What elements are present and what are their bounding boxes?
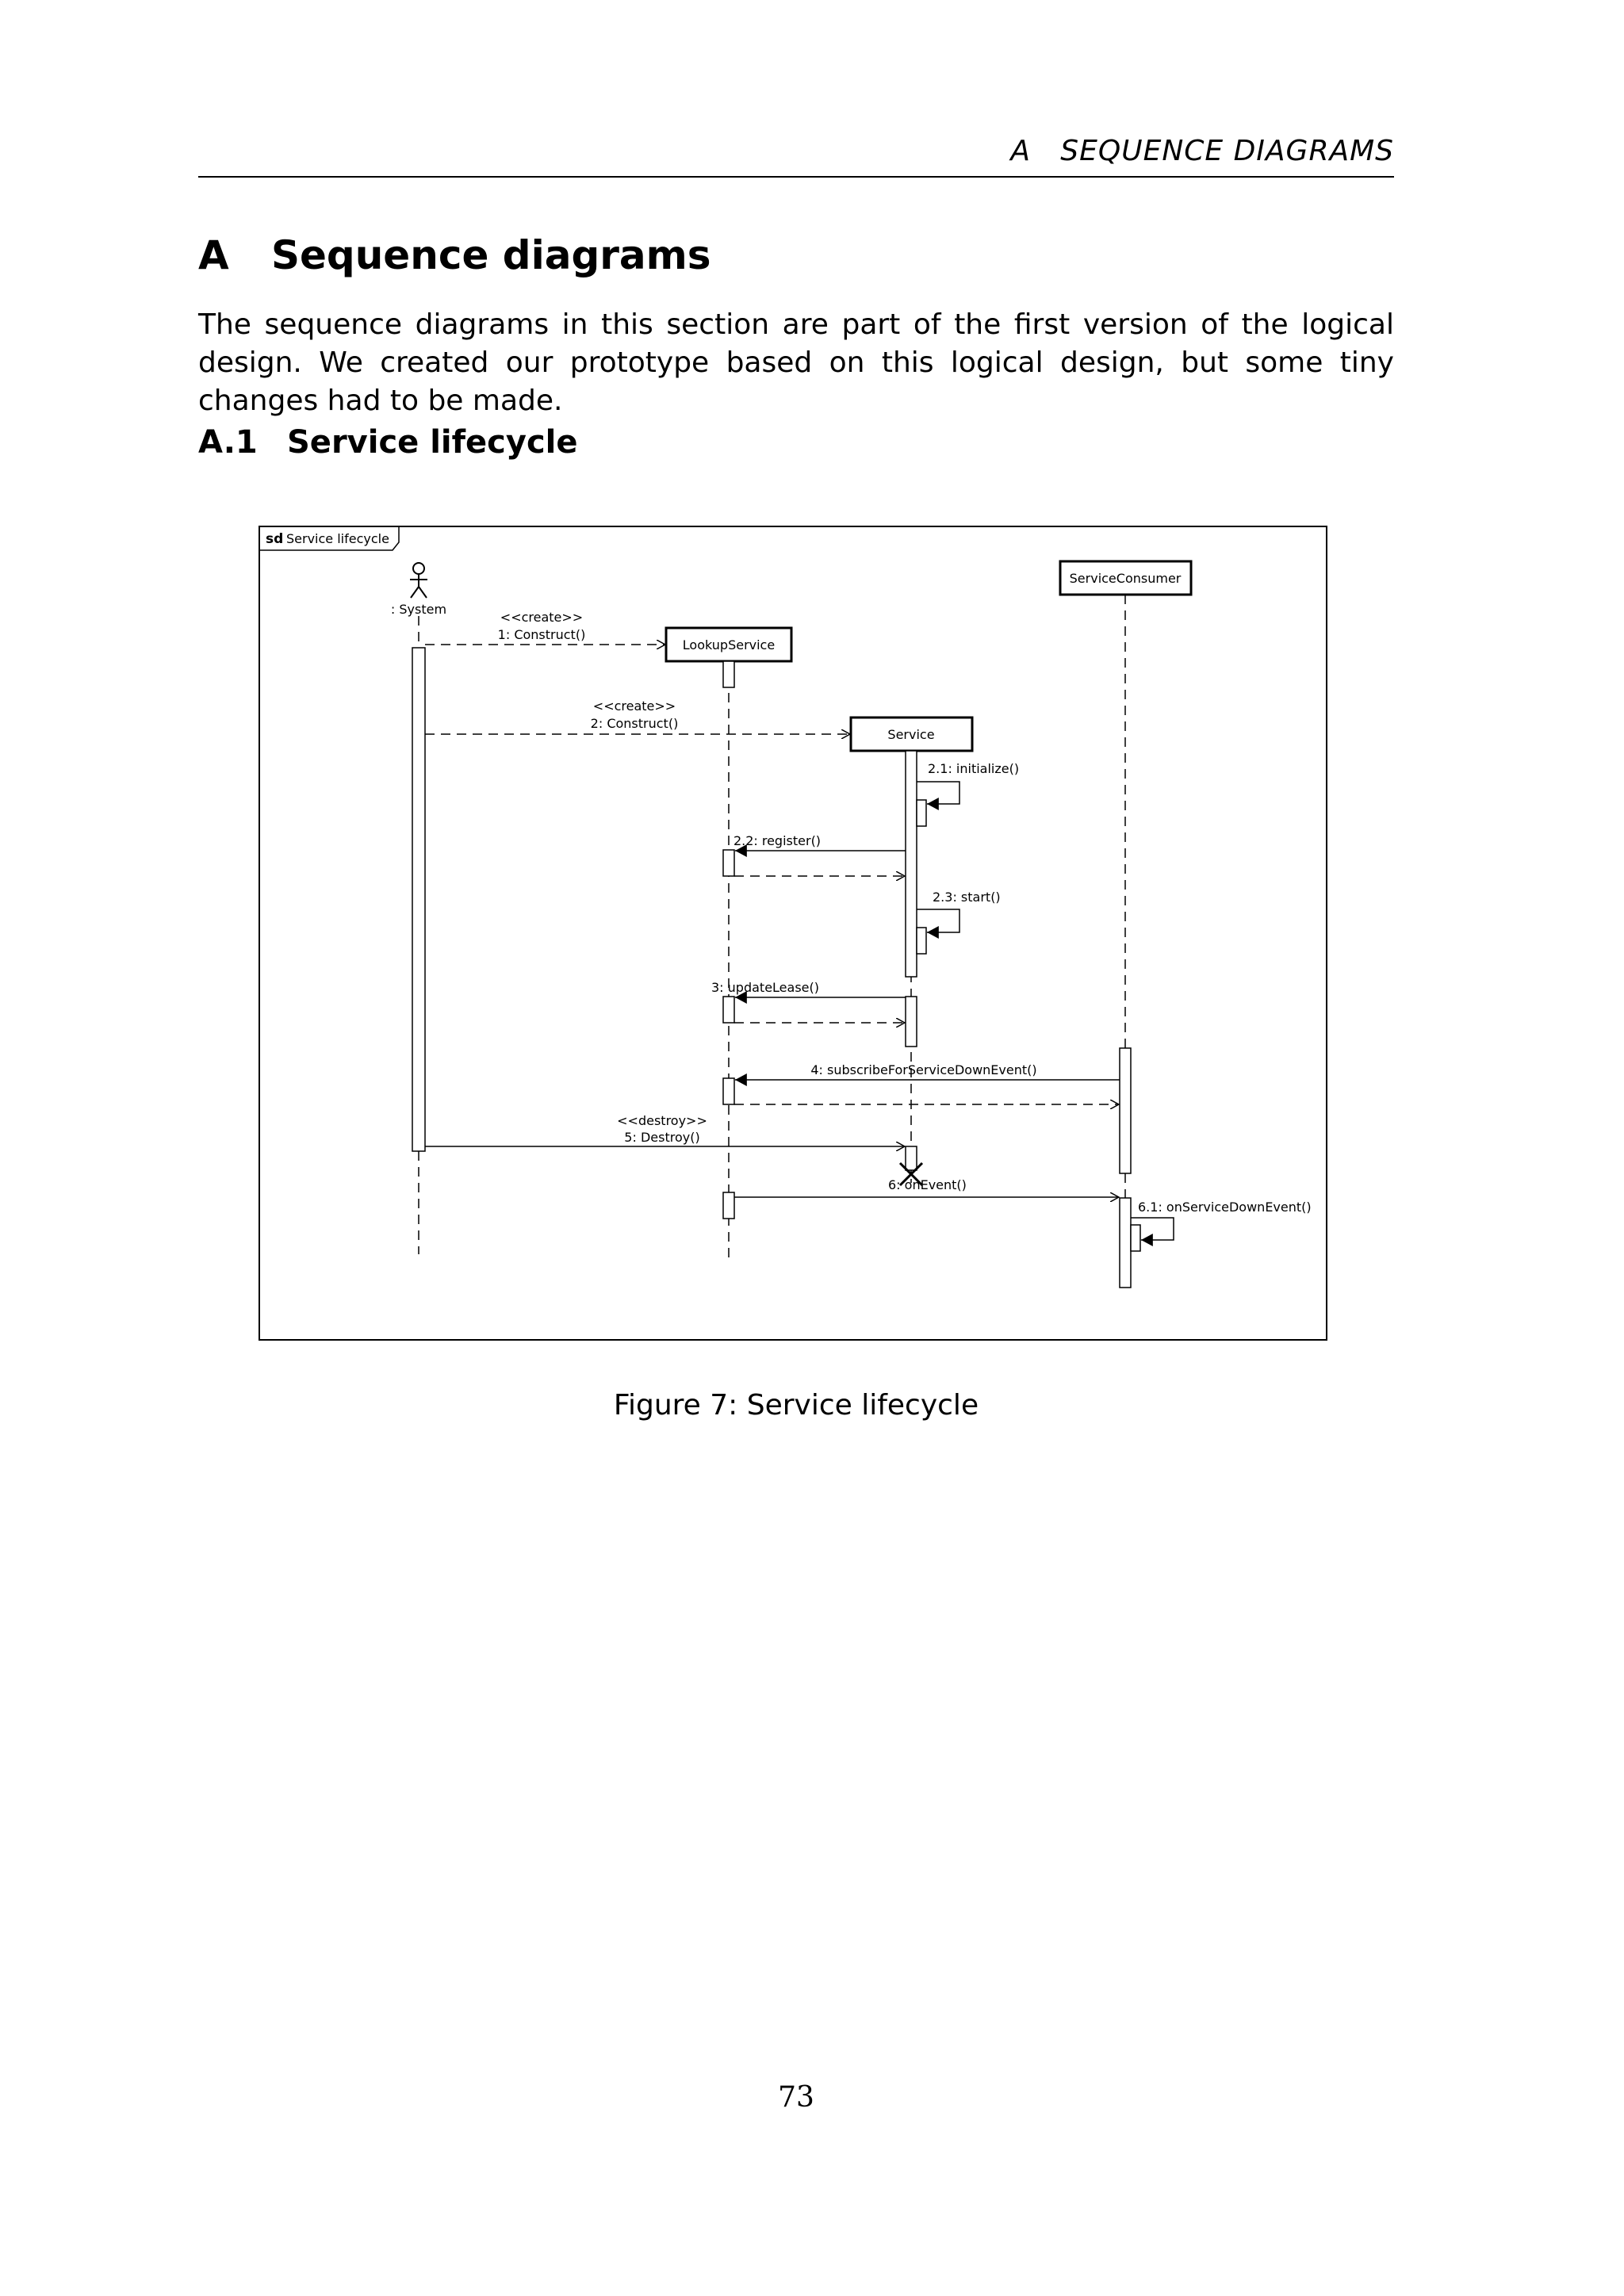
lookup-activation-3 (722, 996, 735, 1024)
service-activation-lease (905, 996, 917, 1047)
msg-1-label: 1: Construct() (498, 627, 586, 642)
section-title: A Sequence diagrams (198, 232, 711, 278)
msg-2-3-label: 2.3: start() (933, 890, 1001, 905)
frame-label-box (259, 526, 400, 551)
frame-title: Service lifecycle (286, 531, 389, 546)
msg-3-label: 3: updateLease() (711, 980, 819, 995)
service-activation-start (916, 927, 927, 955)
service-activation-destroy (905, 1146, 917, 1171)
msg-2-stereotype: <<create>> (593, 698, 676, 714)
service-consumer-label: ServiceConsumer (1070, 571, 1182, 586)
msg-2-label: 2: Construct() (591, 716, 679, 731)
system-lifeline-label: : System (391, 602, 446, 617)
msg-5-stereotype: <<destroy>> (617, 1113, 707, 1128)
msg-6-1-arrow (1131, 1217, 1174, 1246)
lookup-activation-2 (722, 849, 735, 877)
lookup-activation-5 (722, 1192, 735, 1219)
figure-caption: Figure 7: Service lifecycle (613, 1389, 979, 1422)
service-activation-main (905, 750, 917, 978)
subsection-title: A.1 Service lifecycle (198, 424, 578, 461)
msg-5-label: 5: Destroy() (624, 1130, 699, 1145)
consumer-activation-2 (1119, 1197, 1132, 1288)
service-box (849, 716, 974, 752)
running-header: A SEQUENCE DIAGRAMS (198, 135, 1394, 167)
consumer-activation-1 (1119, 1047, 1132, 1174)
running-header-label: A (1010, 135, 1031, 167)
subsection-number: A.1 (198, 424, 258, 461)
sequence-diagram: sd Service lifecycle : System LookupServ… (259, 526, 1327, 1341)
msg-2-3-arrow (917, 909, 960, 939)
header-rule (198, 176, 1394, 178)
frame-keyword: sd (266, 531, 283, 547)
msg-1-stereotype: <<create>> (500, 610, 583, 625)
lookup-activation-1 (722, 660, 735, 688)
lookup-activation-4 (722, 1077, 735, 1105)
msg-2-1-label: 2.1: initialize() (928, 761, 1019, 776)
running-header-title: SEQUENCE DIAGRAMS (1060, 135, 1394, 167)
subsection-title-text: Service lifecycle (287, 424, 578, 461)
msg-6-1-label: 6.1: onServiceDownEvent() (1138, 1200, 1312, 1215)
system-actor-icon (410, 562, 427, 599)
msg-6-label: 6: onEvent() (888, 1177, 967, 1192)
section-number: A (198, 232, 229, 278)
diagram-frame (259, 526, 1327, 1341)
msg-2-1-arrow (917, 781, 960, 810)
msg-2-2-label: 2.2: register() (733, 833, 821, 848)
service-destroy-icon (898, 1161, 924, 1187)
section-title-text: Sequence diagrams (271, 232, 711, 278)
service-activation-init (916, 799, 927, 827)
system-activation (412, 647, 426, 1152)
consumer-activation-3 (1130, 1224, 1141, 1252)
lookup-service-label: LookupService (683, 637, 775, 652)
page-number: 73 (778, 2081, 814, 2114)
service-label: Service (887, 727, 934, 742)
intro-paragraph: The sequence diagrams in this section ar… (198, 308, 1394, 417)
msg-4-label: 4: subscribeForServiceDownEvent() (810, 1062, 1036, 1077)
